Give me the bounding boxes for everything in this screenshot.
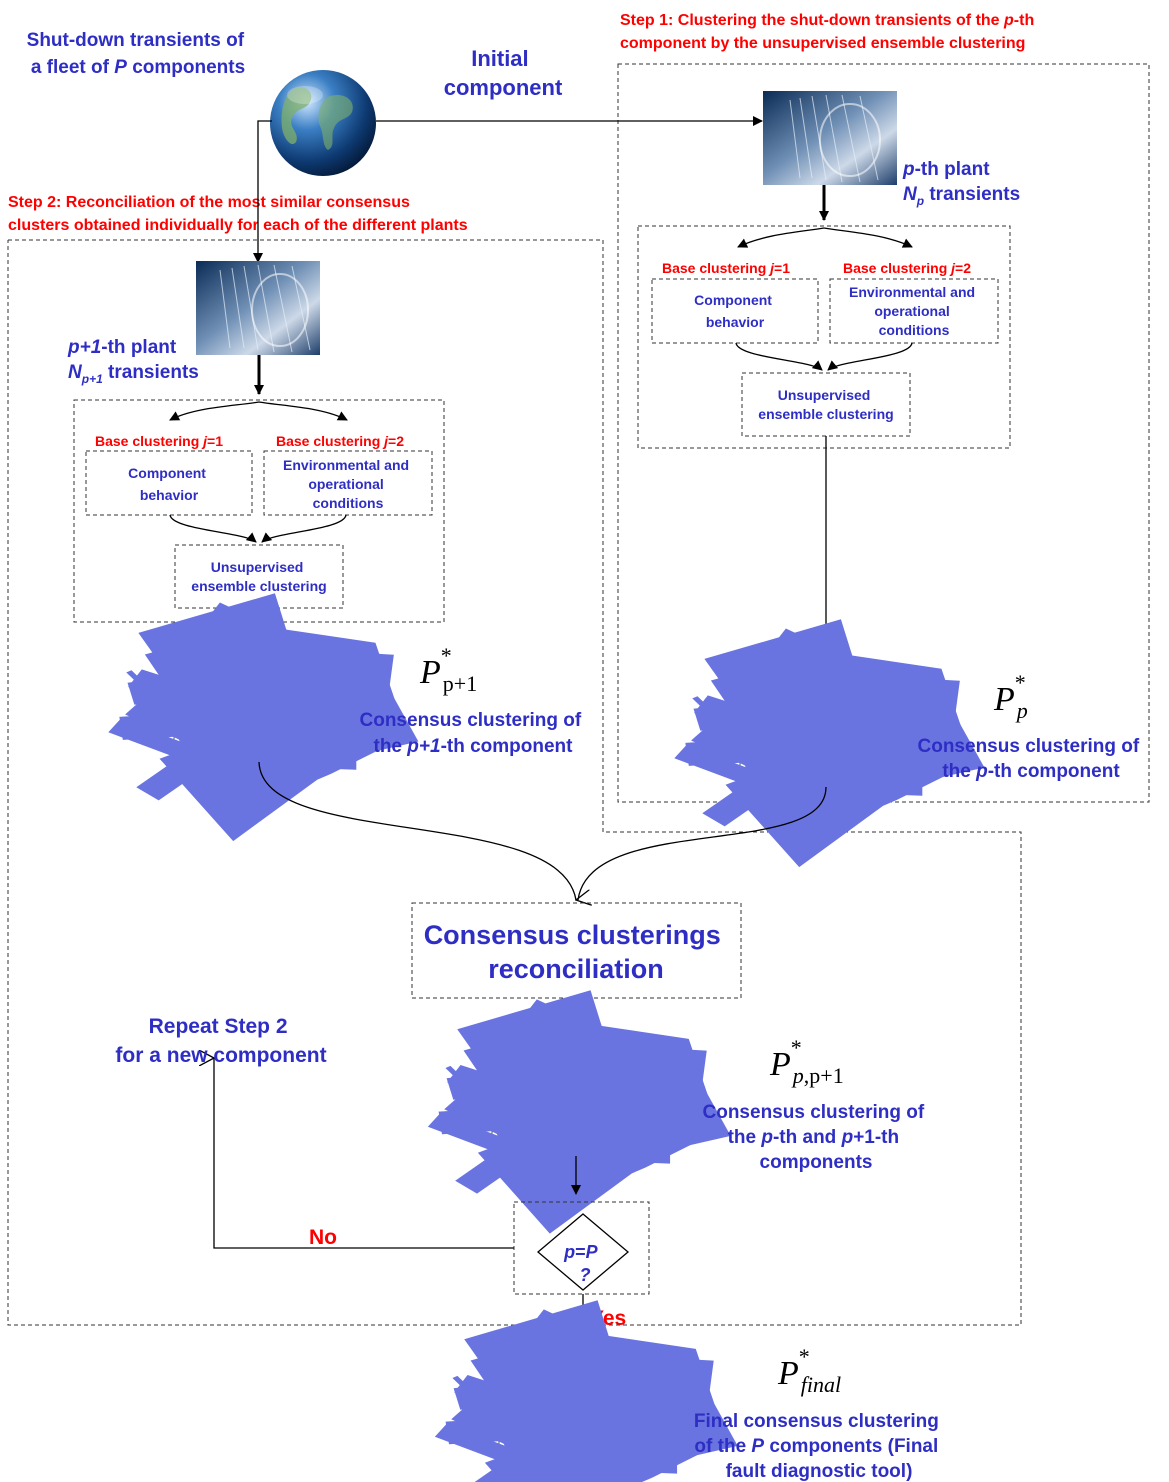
step2-merge-left xyxy=(169,514,257,543)
step1-voronoi-plot xyxy=(740,676,912,786)
step2-environmental-box xyxy=(263,450,433,516)
step2-consensus-symbol: P*p+1 xyxy=(419,643,477,696)
step1-component-behavior-text: Component behavior xyxy=(694,292,776,330)
final-voronoi-plot xyxy=(499,1356,667,1464)
step1-merge-left xyxy=(735,342,823,371)
step2-split-left xyxy=(169,401,260,421)
decision-text: p=P ? xyxy=(563,1242,602,1285)
final-consensus-caption: Final consensus clustering of the P comp… xyxy=(694,1411,944,1482)
step2-component-behavior-box xyxy=(85,450,253,516)
step1-consensus-symbol: P*p xyxy=(993,670,1028,723)
arrow-globe-to-step2 xyxy=(253,120,272,263)
step1-split-left xyxy=(737,227,825,248)
step1-consensus-caption: Consensus clustering of the p-th compone… xyxy=(918,736,1145,782)
step2-title: Step 2: Reconciliation of the most simil… xyxy=(8,194,468,234)
repeat-step2-label: Repeat Step 2 for a new component xyxy=(115,1015,326,1067)
turbine-image-step1 xyxy=(763,91,897,185)
step1-plant-label: p-th plant xyxy=(902,159,990,180)
turbine-image-step2 xyxy=(196,261,320,355)
step1-ensemble-box xyxy=(741,372,911,437)
merge-curve-right xyxy=(577,786,827,901)
step1-base1-label: Base clustering j=1 xyxy=(662,260,790,276)
step1-environmental-text: Environmental and operational conditions xyxy=(849,284,979,338)
step2-voronoi-plot xyxy=(174,650,346,760)
step2-transients-label: Np+1 transients xyxy=(68,362,199,386)
no-branch-arrow xyxy=(214,1058,514,1249)
reconciliation-text: Consensus clusterings reconciliation xyxy=(424,920,729,984)
step2-base1-label: Base clustering j=1 xyxy=(95,433,223,449)
step2-environmental-text: Environmental and operational conditions xyxy=(283,457,413,511)
step1-base2-label: Base clustering j=2 xyxy=(843,260,971,276)
decision-diamond xyxy=(536,1213,630,1291)
merged-consensus-caption: Consensus clustering of the p-th and p+1… xyxy=(703,1102,930,1173)
step1-merge-right xyxy=(827,342,913,371)
step2-split-right xyxy=(258,401,348,421)
initial-component-label: Initial component xyxy=(444,46,563,100)
step2-component-behavior-text: Component behavior xyxy=(128,465,210,503)
step2-ensemble-text: Unsupervised ensemble clustering xyxy=(191,559,326,594)
merged-consensus-symbol: P*p,p+1 xyxy=(769,1035,844,1088)
step2-group-box xyxy=(7,239,1022,1326)
final-consensus-symbol: P*final xyxy=(777,1344,841,1397)
step1-transients-label: Np transients xyxy=(903,184,1020,208)
step1-title: Step 1: Clustering the shut-down transie… xyxy=(620,12,1039,52)
step2-merge-right xyxy=(261,514,347,543)
step1-component-behavior-box xyxy=(651,278,819,344)
step2-plant-label: p+1-th plant xyxy=(67,337,177,358)
globe-icon xyxy=(270,70,376,176)
step2-consensus-caption: Consensus clustering of the p+1-th compo… xyxy=(360,710,587,757)
merge-curve-left xyxy=(258,761,576,900)
step2-base2-label: Base clustering j=2 xyxy=(276,433,404,449)
step1-environmental-box xyxy=(829,278,999,344)
step1-inner-box xyxy=(637,225,1011,449)
merged-voronoi-plot xyxy=(492,1046,660,1154)
no-label: No xyxy=(309,1226,337,1249)
step1-split-right xyxy=(823,227,913,248)
fleet-label: Shut-down transients of a fleet of P com… xyxy=(27,30,250,78)
step1-ensemble-text: Unsupervised ensemble clustering xyxy=(758,387,893,422)
